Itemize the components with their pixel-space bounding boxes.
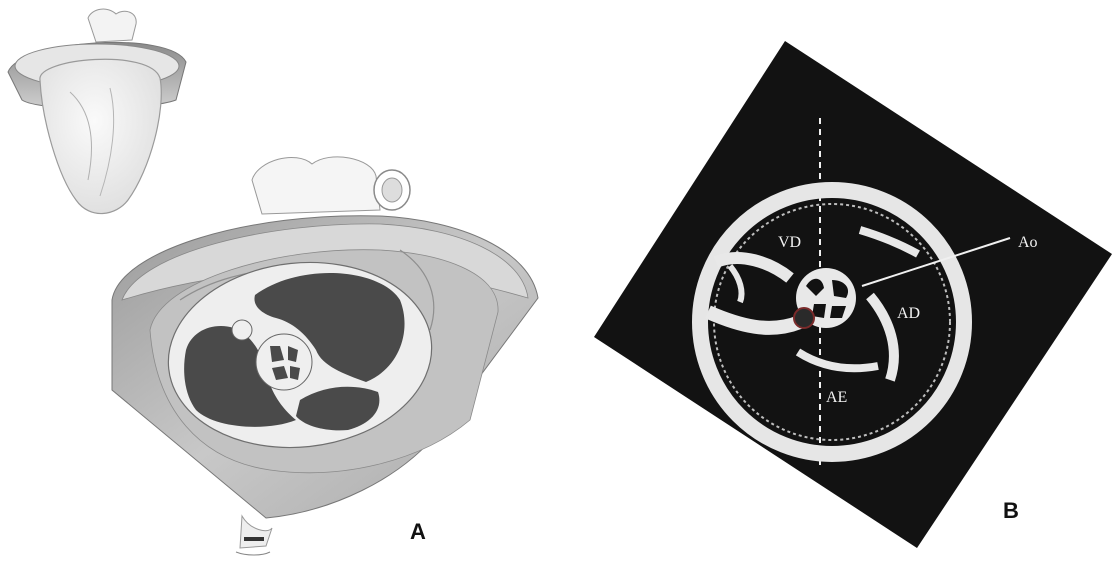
label-ad: AD [897,305,920,322]
label-ae: AE [826,389,847,406]
panel-a-label: A [410,519,426,544]
panel-b-label: B [1003,498,1019,523]
heart-section-cone [112,157,538,555]
panel-b: VD Ao AD AE B [594,41,1112,548]
panel-a: A [8,9,538,555]
label-vd: VD [778,234,801,251]
heart-thumbnail [8,9,186,213]
label-ao: Ao [1018,234,1038,251]
